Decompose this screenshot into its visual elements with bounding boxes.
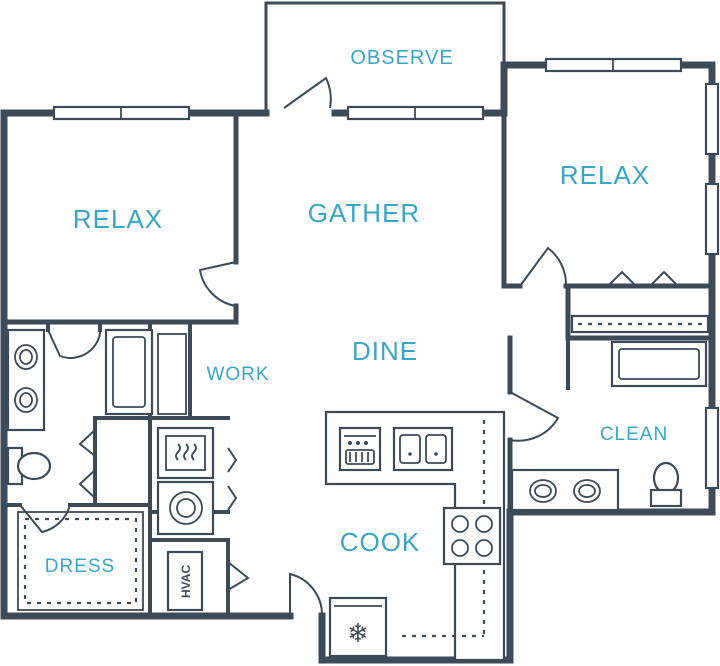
double-sink-icon	[392, 426, 454, 472]
vanity-left	[6, 328, 46, 432]
dishwasher-icon	[338, 426, 382, 472]
hvac-label: HVAC	[179, 565, 193, 598]
svg-text:❄: ❄	[347, 619, 369, 649]
doors	[19, 76, 679, 617]
toilet-right-icon	[649, 461, 683, 508]
shelf-right	[570, 314, 710, 334]
room-label-clean: CLEAN	[600, 424, 668, 445]
hvac-unit: HVAC	[166, 550, 204, 612]
bathtub-left-icon	[104, 328, 154, 416]
bathtub-right-icon	[610, 340, 708, 388]
cooktop-icon	[442, 506, 502, 566]
refrigerator-icon: ❄	[328, 596, 388, 658]
windows	[52, 57, 720, 490]
room-label-work: WORK	[206, 364, 269, 385]
room-label-dress: DRESS	[45, 556, 115, 577]
room-label-observe: OBSERVE	[350, 47, 453, 69]
room-label-relax-left: RELAX	[73, 204, 163, 234]
room-label-cook: COOK	[340, 527, 421, 557]
room-label-gather: GATHER	[308, 198, 420, 228]
washer-icon	[156, 480, 215, 536]
vanity-right	[510, 468, 620, 512]
dryer-icon	[156, 426, 215, 480]
room-label-relax-right: RELAX	[560, 160, 650, 190]
toilet-left-icon	[6, 446, 52, 486]
closet-pantry	[157, 333, 187, 415]
room-label-dine: DINE	[352, 336, 418, 366]
closet-dress	[17, 511, 144, 611]
